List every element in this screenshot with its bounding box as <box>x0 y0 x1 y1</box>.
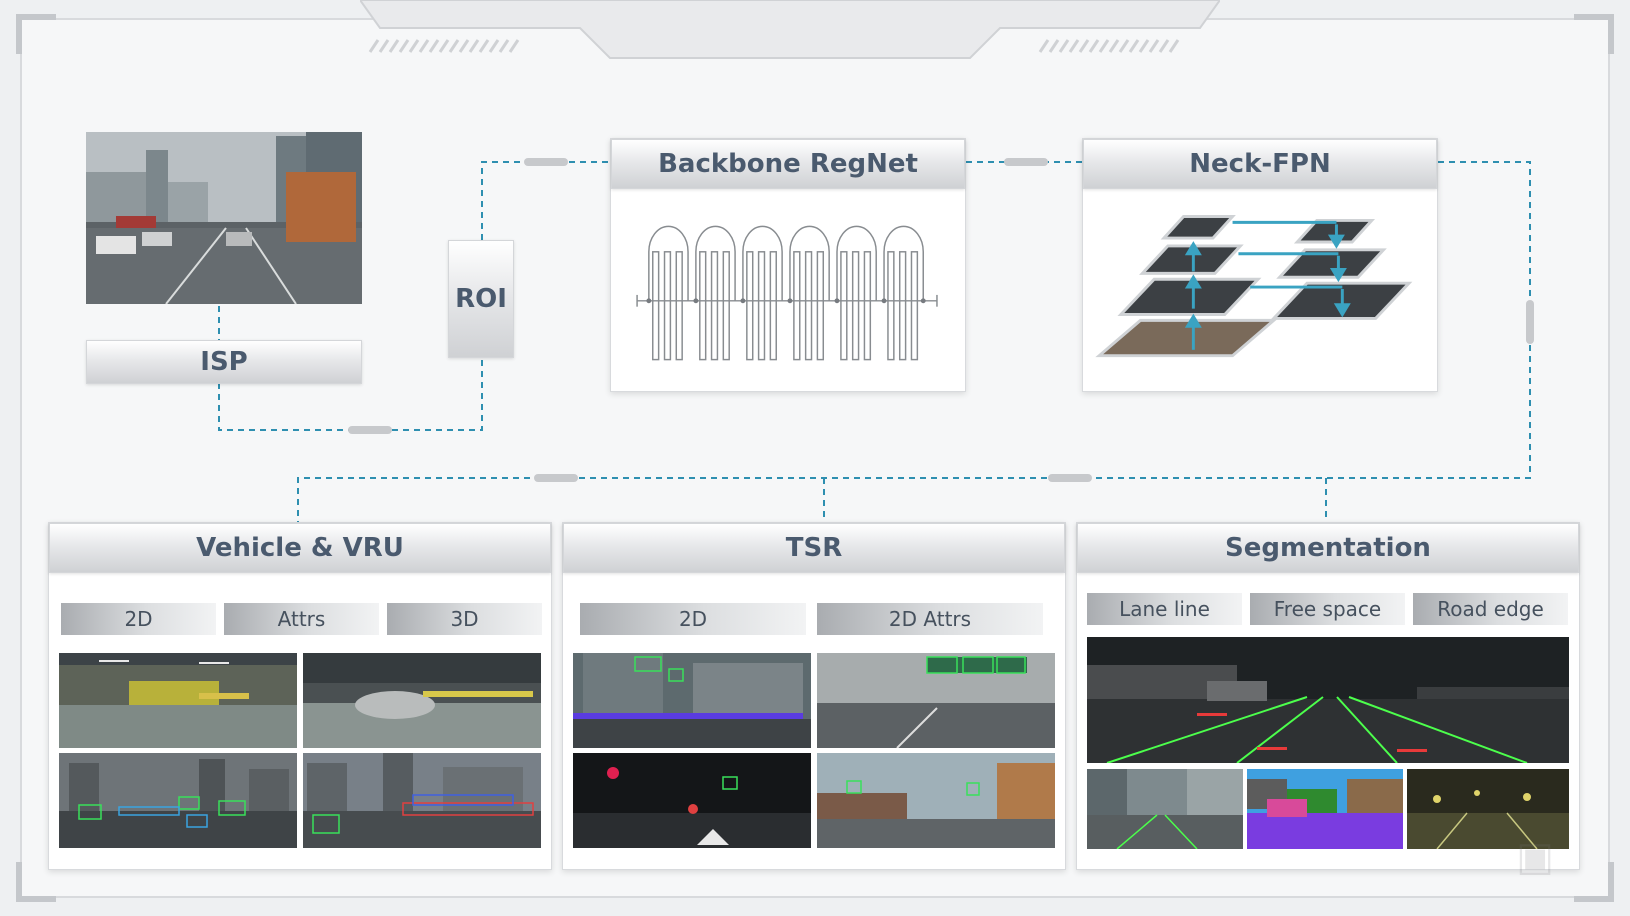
tag-seg-free-space: Free space <box>1250 593 1405 625</box>
tag-seg-road-edge: Road edge <box>1413 593 1568 625</box>
head-panel-tsr: TSR 2D 2D Attrs <box>562 522 1066 870</box>
isp-bar: ISP <box>86 340 362 384</box>
tag-vehicle-2d: 2D <box>61 603 216 635</box>
regnet-blocks-graphic <box>636 225 938 361</box>
neck-title-bar: Neck-FPN <box>1083 139 1437 189</box>
tsr-sample-image <box>573 753 811 848</box>
segmentation-sample-image <box>1247 769 1403 849</box>
tsr-sample-image <box>817 653 1055 748</box>
backbone-title-bar: Backbone RegNet <box>611 139 965 189</box>
frame-corner-bottom-left <box>16 862 56 902</box>
isp-label: ISP <box>200 347 248 377</box>
tsr-sample-image <box>817 753 1055 848</box>
fpn-pyramid-graphic <box>1095 215 1413 358</box>
tag-label: Attrs <box>277 607 326 631</box>
segmentation-main-image <box>1087 637 1569 763</box>
head-title-bar-segmentation: Segmentation <box>1077 523 1579 573</box>
vehicle-sample-image <box>59 753 297 848</box>
tag-label: Lane line <box>1119 597 1210 621</box>
frame-corner-top-left <box>16 14 56 54</box>
tag-vehicle-attrs: Attrs <box>224 603 379 635</box>
tag-tsr-2d-attrs: 2D Attrs <box>817 603 1043 635</box>
tag-label: 2D <box>678 607 708 631</box>
vehicle-sample-image <box>59 653 297 748</box>
roi-label: ROI <box>455 284 507 314</box>
head-title-bar-vehicle-vru: Vehicle & VRU <box>49 523 551 573</box>
frame-corner-bottom-right <box>1574 862 1614 902</box>
neck-fpn-panel: Neck-FPN <box>1082 138 1438 392</box>
head-panel-vehicle-vru: Vehicle & VRU 2D Attrs 3D <box>48 522 552 870</box>
backbone-title: Backbone RegNet <box>658 149 918 179</box>
vehicle-sample-image <box>303 653 541 748</box>
tag-vehicle-3d: 3D <box>387 603 542 635</box>
top-decor-band <box>360 0 1220 59</box>
tag-label: Road edge <box>1437 597 1544 621</box>
frame-corner-top-right <box>1574 14 1614 54</box>
segmentation-sample-image <box>1087 769 1243 849</box>
head-title-bar-tsr: TSR <box>563 523 1065 573</box>
head-title-segmentation: Segmentation <box>1225 533 1431 563</box>
backbone-panel: Backbone RegNet <box>610 138 966 392</box>
head-title-vehicle-vru: Vehicle & VRU <box>196 533 404 563</box>
input-camera-image <box>86 132 362 304</box>
tag-label: Free space <box>1273 597 1382 621</box>
tsr-sample-image <box>573 653 811 748</box>
vehicle-sample-image <box>303 753 541 848</box>
watermark-logo: ▣ <box>1516 834 1556 880</box>
segmentation-sample-image <box>1407 769 1569 849</box>
head-title-tsr: TSR <box>785 533 843 563</box>
tag-seg-lane-line: Lane line <box>1087 593 1242 625</box>
tag-label: 3D <box>450 607 479 631</box>
neck-title: Neck-FPN <box>1189 149 1331 179</box>
tag-label: 2D Attrs <box>888 607 972 631</box>
head-panel-segmentation: Segmentation Lane line Free space Road e… <box>1076 522 1580 870</box>
tag-label: 2D <box>124 607 153 631</box>
tag-tsr-2d: 2D <box>580 603 806 635</box>
roi-box: ROI <box>448 240 514 358</box>
